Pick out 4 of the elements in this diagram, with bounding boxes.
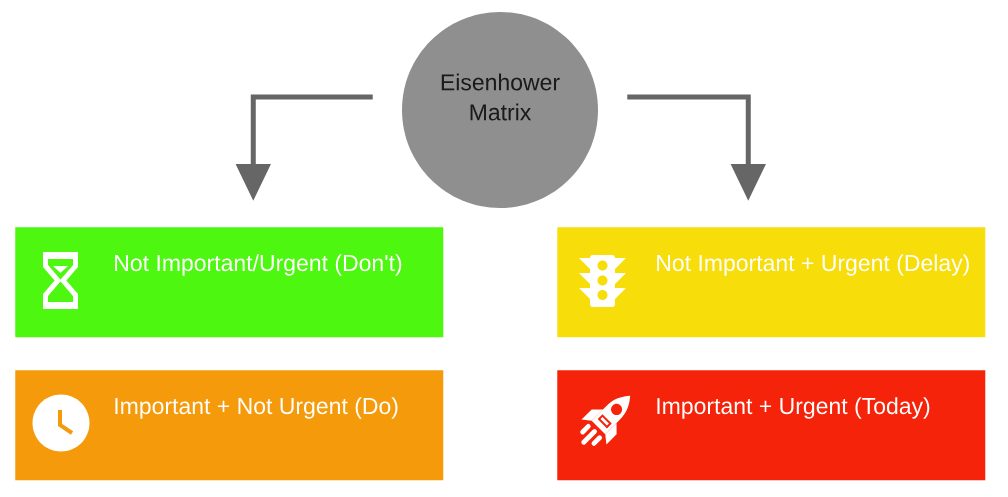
quadrant-box: Not Important/Urgent (Don't): [15, 227, 444, 338]
quadrant-box: Important + Not Urgent (Do): [15, 370, 444, 481]
quadrant-box: Not Important + Urgent (Delay): [557, 227, 986, 338]
quadrant-box: Important + Urgent (Today): [557, 370, 986, 481]
